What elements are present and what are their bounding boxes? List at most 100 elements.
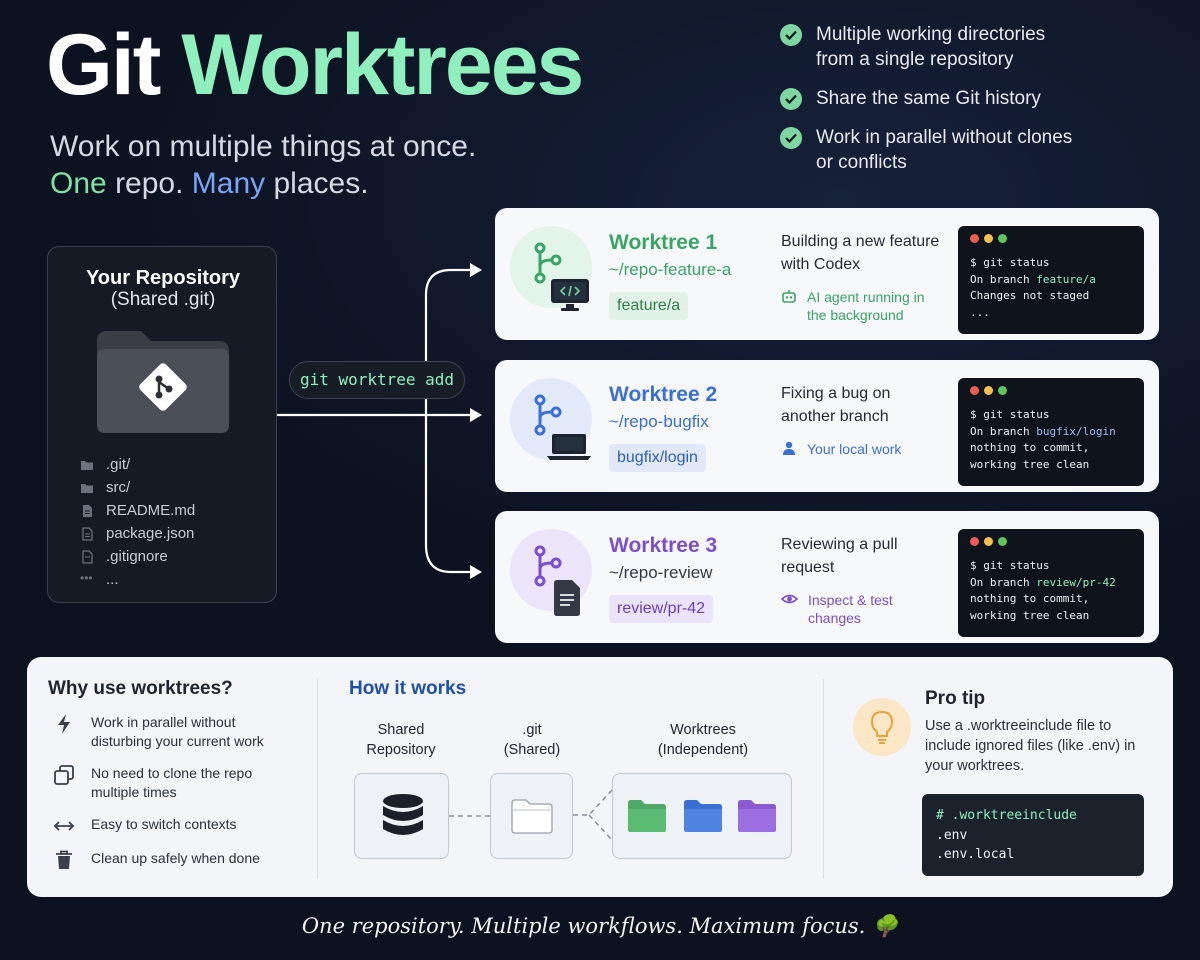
shared-repository-box <box>354 773 449 859</box>
status-text: Your local work <box>807 441 902 457</box>
file-name: .gitignore <box>106 548 168 565</box>
worktree-path: ~/repo-feature-a <box>609 260 732 279</box>
status-text: Inspect & test changes <box>808 592 893 626</box>
worktrees-box <box>612 773 792 859</box>
terminal-window: $ git status On branch bugfix/login noth… <box>958 378 1144 486</box>
feature-list: Multiple working directories from a sing… <box>780 22 1080 189</box>
file-item[interactable]: README.md <box>80 499 195 522</box>
code-comment: # .worktreeinclude <box>936 808 1077 823</box>
repository-title: Your Repository <box>85 267 241 289</box>
terminal-line: nothing to commit, <box>970 441 1090 454</box>
subtitle-line1: Work on multiple things at once. <box>50 130 477 163</box>
terminal-window: $ git status On branch review/pr-42 noth… <box>958 529 1144 637</box>
worktree-path: ~/repo-bugfix <box>609 412 709 431</box>
feature-text: Multiple working directories from a sing… <box>816 24 1046 70</box>
code-line: .env.local <box>936 847 1015 862</box>
terminal-line: On branch bugfix/login <box>970 424 1116 438</box>
worktree-card-2[interactable]: Worktree 2 ~/repo-bugfix bugfix/login Fi… <box>495 360 1159 492</box>
robot-icon <box>782 290 796 303</box>
code-line: .env <box>936 827 968 843</box>
copy-icon <box>53 764 75 786</box>
worktree-path: ~/repo-review <box>609 563 713 582</box>
worktree-description: Reviewing a pull request <box>781 536 898 576</box>
worktree-description: Building a new feature with Codex <box>781 233 940 273</box>
branch-arrows <box>276 263 482 579</box>
tip-heading: Pro tip <box>925 688 986 709</box>
feature-item: Multiple working directories from a sing… <box>780 22 1080 72</box>
file-icon <box>82 549 93 564</box>
feature-item: Share the same Git history <box>780 86 1080 111</box>
worktree-name: Worktree 1 <box>609 231 718 254</box>
terminal-line: On branch review/pr-42 <box>970 575 1116 589</box>
how-heading: How it works <box>349 678 467 699</box>
terminal-line: Changes not staged <box>970 289 1090 302</box>
file-name: ... <box>106 571 119 588</box>
branch-icon <box>534 242 562 284</box>
folder-icon <box>511 799 553 834</box>
repository-box: Your Repository (Shared .git) .git/ src/… <box>47 246 277 603</box>
check-icon <box>780 127 802 149</box>
worktree-card-1[interactable]: Worktree 1 ~/repo-feature-a feature/a Bu… <box>495 208 1159 340</box>
worktree-icon-circle <box>510 529 592 616</box>
file-item[interactable]: package.json <box>80 522 195 545</box>
window-controls <box>970 537 1132 546</box>
ellipsis-icon: ••• <box>80 570 93 585</box>
file-name: .git/ <box>106 456 131 473</box>
user-icon <box>783 441 795 455</box>
terminal-line: working tree clean <box>970 608 1090 622</box>
check-icon <box>780 88 802 110</box>
shared-repository-label: Shared Repository <box>366 722 436 758</box>
subtitle-repo: repo. <box>115 167 184 200</box>
terminal-line: nothing to commit, <box>970 592 1090 605</box>
why-item: Easy to switch contexts <box>53 815 303 837</box>
tip-text: Use a .worktreeinclude file to include i… <box>925 718 1136 774</box>
lightbulb-icon <box>853 698 911 756</box>
feature-item: Work in parallel without clones or confl… <box>780 125 1080 175</box>
worktree-icon-circle <box>510 378 592 460</box>
worktree-status: AI agent running in the background <box>781 288 937 324</box>
file-name: src/ <box>106 479 131 496</box>
info-panel: Why use worktrees? Work in parallel with… <box>27 657 1173 897</box>
why-heading: Why use worktrees? <box>48 678 233 699</box>
green-folder-icon <box>628 800 666 832</box>
title-worktrees: Worktrees <box>181 17 584 113</box>
worktree-description: Fixing a bug on another branch <box>781 385 891 425</box>
worktree-add-command[interactable]: git worktree add <box>289 361 465 399</box>
subtitle-line2: One repo. Many places. <box>50 165 476 202</box>
subtitle: Work on multiple things at once. One rep… <box>50 128 476 202</box>
worktree-icon-circle <box>510 226 592 311</box>
document-icon <box>554 580 580 616</box>
window-controls <box>970 386 1132 395</box>
worktree-card-3[interactable]: Worktree 3 ~/repo-review review/pr-42 Re… <box>495 511 1159 643</box>
lightning-icon <box>53 713 75 735</box>
divider <box>317 679 318 879</box>
branch-badge: review/pr-42 <box>609 595 714 623</box>
terminal-window: $ git status On branch feature/a Changes… <box>958 226 1144 334</box>
worktree-name: Worktree 3 <box>609 534 718 557</box>
title-git: Git <box>46 17 161 113</box>
branch-badge: feature/a <box>609 292 689 320</box>
terminal-line: On branch feature/a <box>970 272 1096 286</box>
subtitle-one: One <box>50 167 107 200</box>
status-text: AI agent running in the background <box>807 289 925 323</box>
git-shared-label: .git (Shared) <box>503 722 561 758</box>
why-text: Easy to switch contexts <box>91 816 237 832</box>
laptop-icon <box>547 434 591 460</box>
tip-code-block: # .worktreeinclude .env .env.local <box>922 794 1144 876</box>
terminal-line: working tree clean <box>970 457 1090 471</box>
git-folder-icon <box>97 331 229 433</box>
file-item[interactable]: .gitignore <box>80 545 195 568</box>
folder-icon <box>81 483 93 493</box>
git-shared-box <box>490 773 573 859</box>
branch-icon <box>534 545 562 587</box>
why-item: Work in parallel without disturbing your… <box>53 713 303 751</box>
subtitle-places: places. <box>273 167 369 200</box>
worktree-name: Worktree 2 <box>609 383 718 406</box>
check-icon <box>780 24 802 46</box>
terminal-command: $ git status <box>970 408 1050 421</box>
file-item[interactable]: .git/ <box>80 453 195 476</box>
file-item[interactable]: src/ <box>80 476 195 499</box>
branch-badge: bugfix/login <box>609 444 706 472</box>
feature-text: Work in parallel without clones or confl… <box>816 127 1073 173</box>
branch-icon <box>534 394 562 436</box>
